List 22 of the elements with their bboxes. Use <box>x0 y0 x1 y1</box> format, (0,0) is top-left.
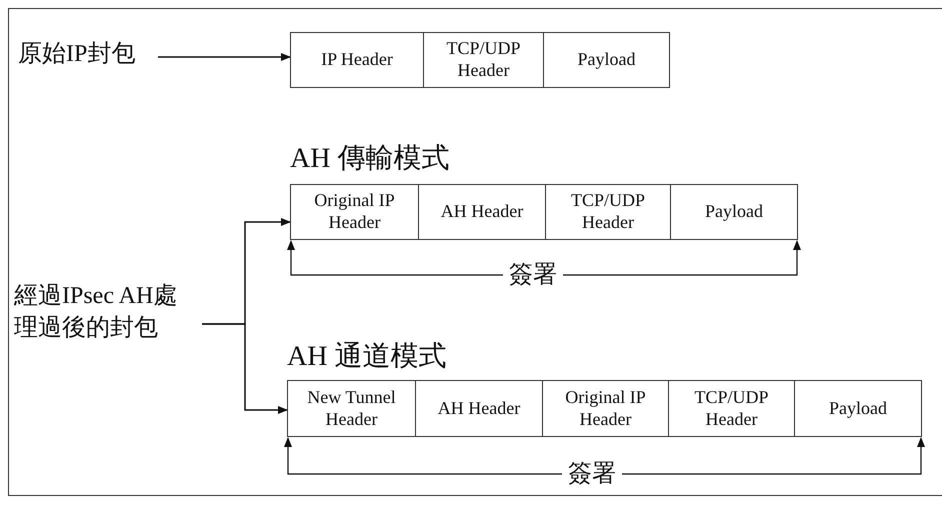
packet-field: Payload <box>670 184 798 240</box>
packet-field: TCP/UDP Header <box>423 32 544 88</box>
arrow <box>202 323 288 414</box>
arrow <box>158 53 291 61</box>
packet-field: Original IP Header <box>542 380 669 437</box>
packet-field: IP Header <box>290 32 424 88</box>
edge-label: 簽署 <box>562 461 622 488</box>
packet-field: AH Header <box>415 380 543 437</box>
packet-label: 原始IP封包 <box>18 38 158 72</box>
edge-label: 簽署 <box>503 262 563 288</box>
mode-title: AH 傳輸模式 <box>290 145 450 173</box>
packet-field: Payload <box>543 32 670 88</box>
mode-title: AH 通道模式 <box>287 343 446 371</box>
packet-field: New Tunnel Header <box>287 380 416 437</box>
arrow <box>284 437 925 475</box>
packet-field: TCP/UDP Header <box>545 184 671 240</box>
packet-field: Original IP Header <box>290 184 419 240</box>
packet-label: 經過IPsec AH處理過後的封包 <box>14 280 200 350</box>
packet-field: TCP/UDP Header <box>668 380 795 437</box>
packet-field: AH Header <box>418 184 546 240</box>
packet-field: Payload <box>794 380 922 437</box>
arrow <box>287 240 801 276</box>
